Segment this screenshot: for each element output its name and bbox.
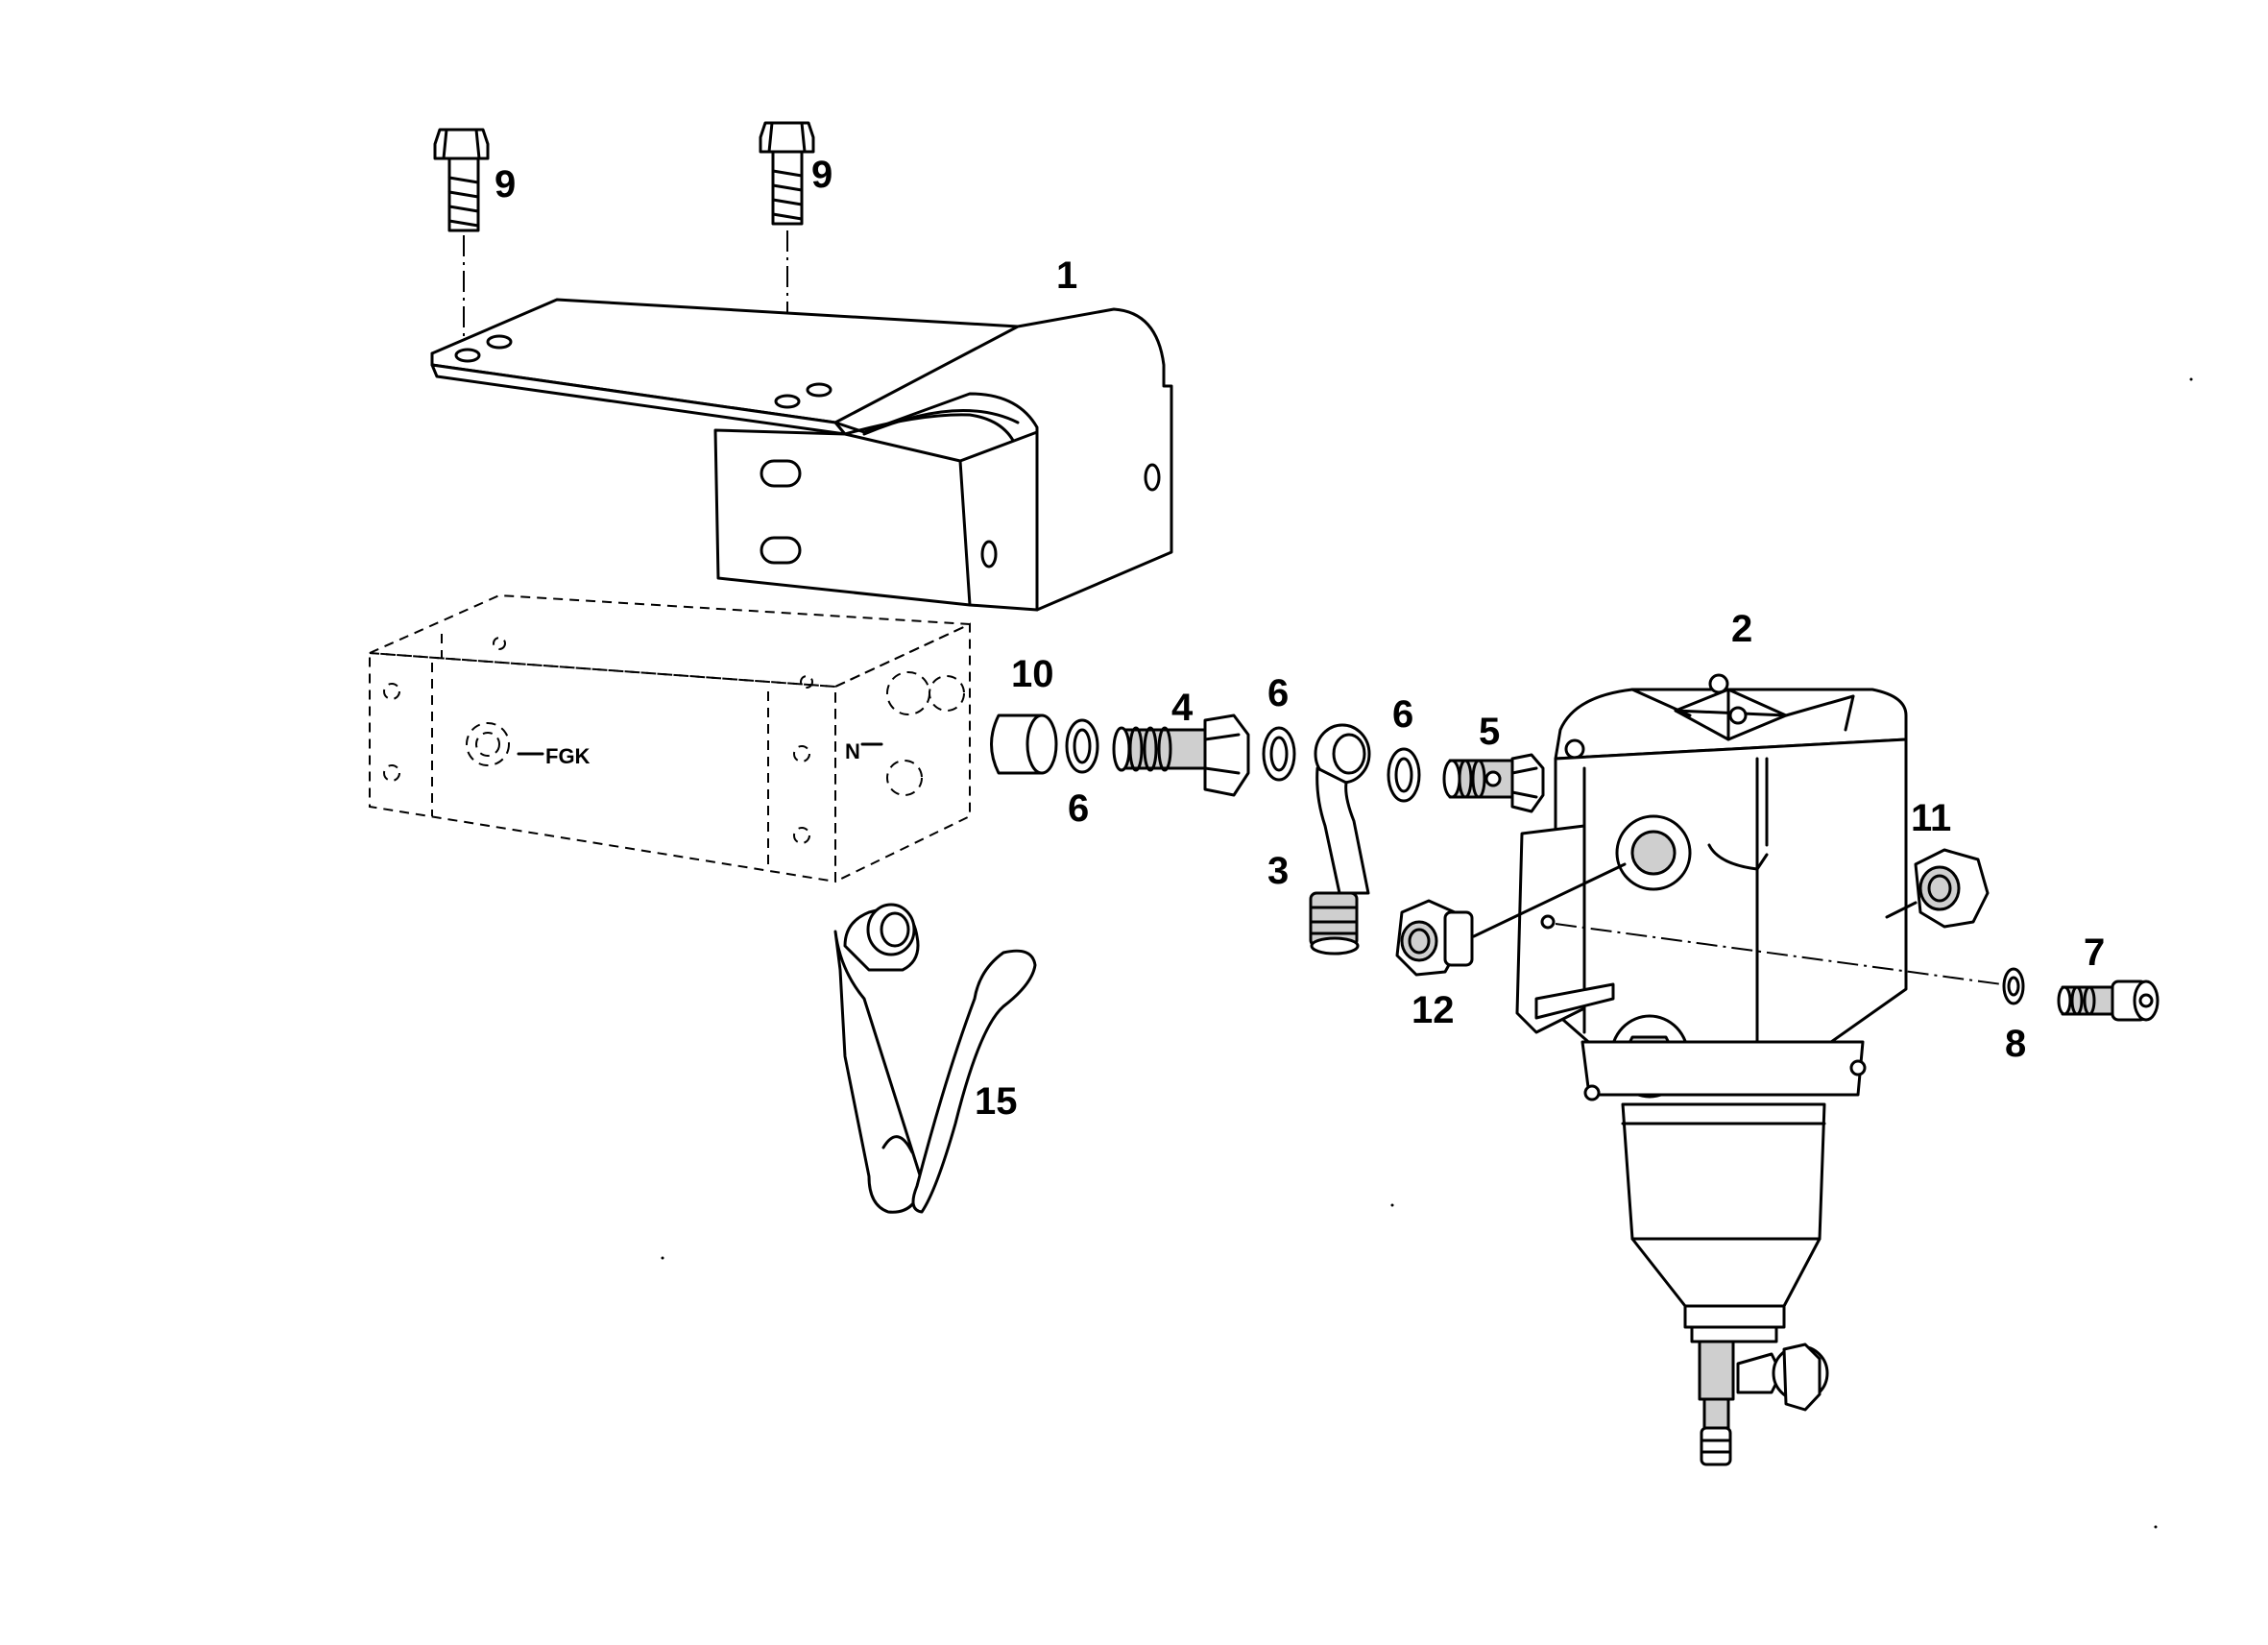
mounting-bracket-1 bbox=[430, 298, 1173, 612]
callout-4: 4 bbox=[1171, 687, 1194, 729]
callout-8: 8 bbox=[2005, 1023, 2026, 1065]
callout-12: 12 bbox=[1411, 989, 1455, 1031]
callout-3: 3 bbox=[1267, 850, 1289, 892]
callout-6-b: 6 bbox=[1267, 672, 1289, 714]
existing-block-outline bbox=[369, 593, 971, 883]
outlet-label: FGK bbox=[545, 744, 591, 768]
callout-7: 7 bbox=[2084, 931, 2105, 974]
banjo-bolt-4 bbox=[1112, 714, 1250, 797]
callout-6-a: 6 bbox=[1068, 787, 1089, 830]
callout-11: 11 bbox=[1911, 797, 1951, 839]
washer-8 bbox=[2002, 967, 2025, 1005]
bleed-screw-5 bbox=[1442, 753, 1545, 813]
sleeve-10 bbox=[990, 714, 1058, 775]
callout-2: 2 bbox=[1731, 608, 1752, 650]
callout-5: 5 bbox=[1479, 711, 1500, 753]
fitting-11 bbox=[1914, 848, 1990, 929]
scan-speck bbox=[661, 1256, 664, 1260]
inlet-label: N bbox=[845, 739, 860, 763]
callout-15: 15 bbox=[975, 1080, 1018, 1123]
scan-speck bbox=[1390, 1203, 1394, 1207]
washer-6-b bbox=[1262, 726, 1296, 782]
callout-9-left: 9 bbox=[495, 163, 516, 206]
scan-speck bbox=[2189, 377, 2193, 381]
screw-7 bbox=[2057, 980, 2159, 1022]
callout-10: 10 bbox=[1011, 653, 1054, 695]
fuel-line-3 bbox=[1309, 723, 1371, 956]
washer-6-c bbox=[1387, 747, 1421, 803]
fitting-12 bbox=[1395, 899, 1474, 977]
callout-9-right: 9 bbox=[811, 154, 832, 196]
bolt-9-left bbox=[433, 128, 490, 336]
washer-6-a bbox=[1065, 718, 1099, 774]
bolt-9-right bbox=[759, 121, 815, 389]
callout-6-c: 6 bbox=[1392, 693, 1413, 736]
hose-15 bbox=[833, 903, 1037, 1214]
fuel-filter-2 bbox=[1515, 673, 1908, 1466]
callout-1: 1 bbox=[1056, 254, 1077, 297]
scan-speck bbox=[2154, 1525, 2158, 1529]
